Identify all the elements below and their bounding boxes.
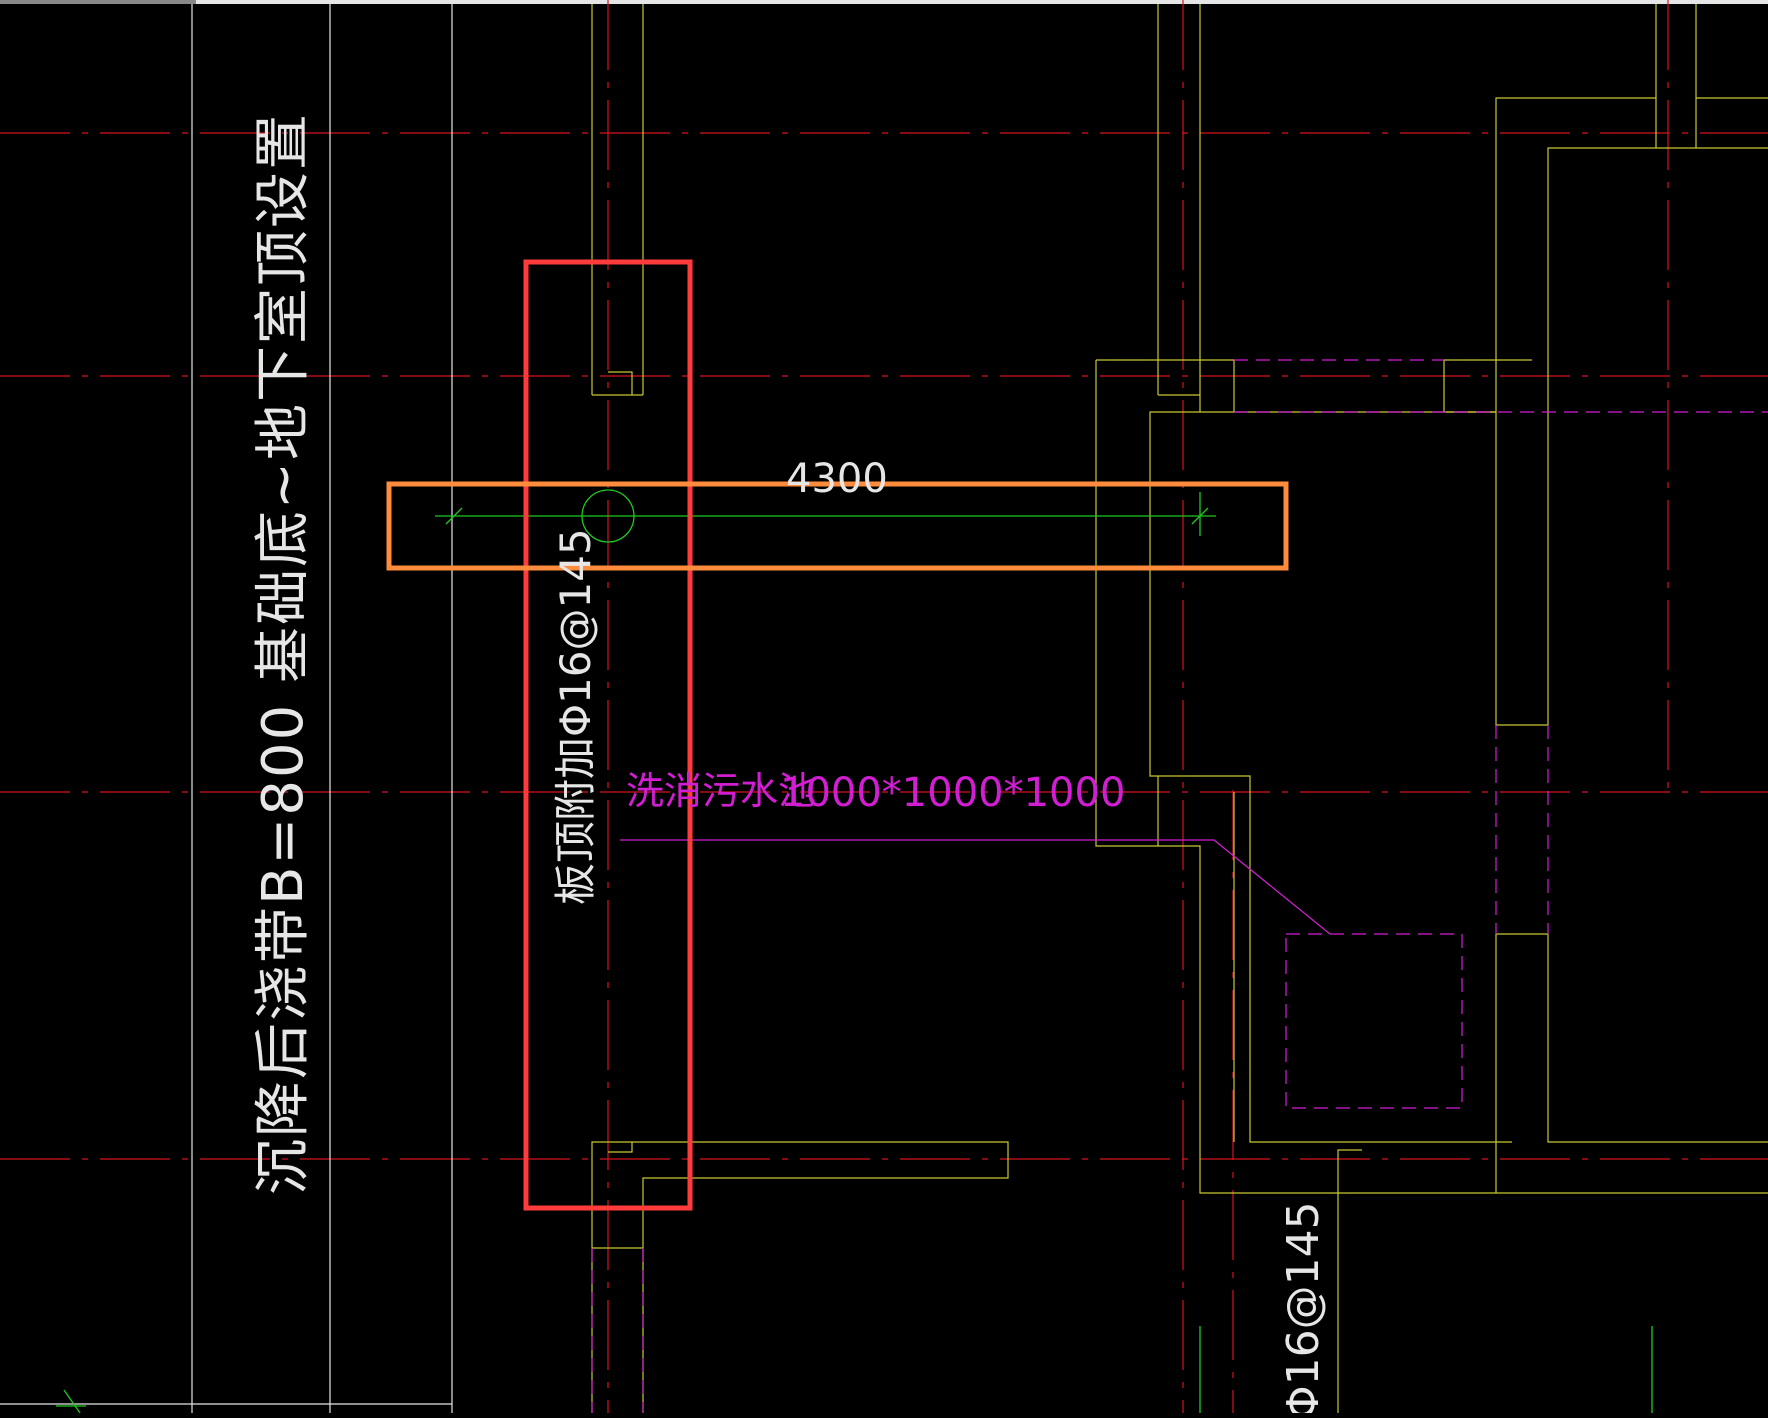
top-window-strip-dark [0,0,196,4]
pool-leader-line [620,839,1331,935]
wall-lines [591,4,1768,1413]
green-lines-bottom [56,1326,1653,1414]
grid-axes-horizontal [0,132,1768,1160]
grid-axes-vertical [607,0,1669,1413]
dimension-line [435,489,1216,543]
pool-label: 洗消污水池 [626,769,816,813]
rebar-note-label: 板顶附加Φ16@145 [551,528,600,905]
top-window-strip [0,0,1768,4]
highlight-red-box [523,259,693,1211]
grid-bubble [581,489,635,543]
pool-size-label: 1000*1000*1000 [780,770,1125,816]
highlight-orange-box [386,481,1289,571]
post-pour-strip-label: 沉降后浇带B=800 基础底~地下室顶设置 [251,112,316,1195]
magenta-dashed [591,359,1768,1413]
dimension-label: 4300 [786,456,888,502]
rebar-note-bottom-label: Φ16@145 [1278,1201,1329,1413]
outline-lines [0,4,453,1413]
